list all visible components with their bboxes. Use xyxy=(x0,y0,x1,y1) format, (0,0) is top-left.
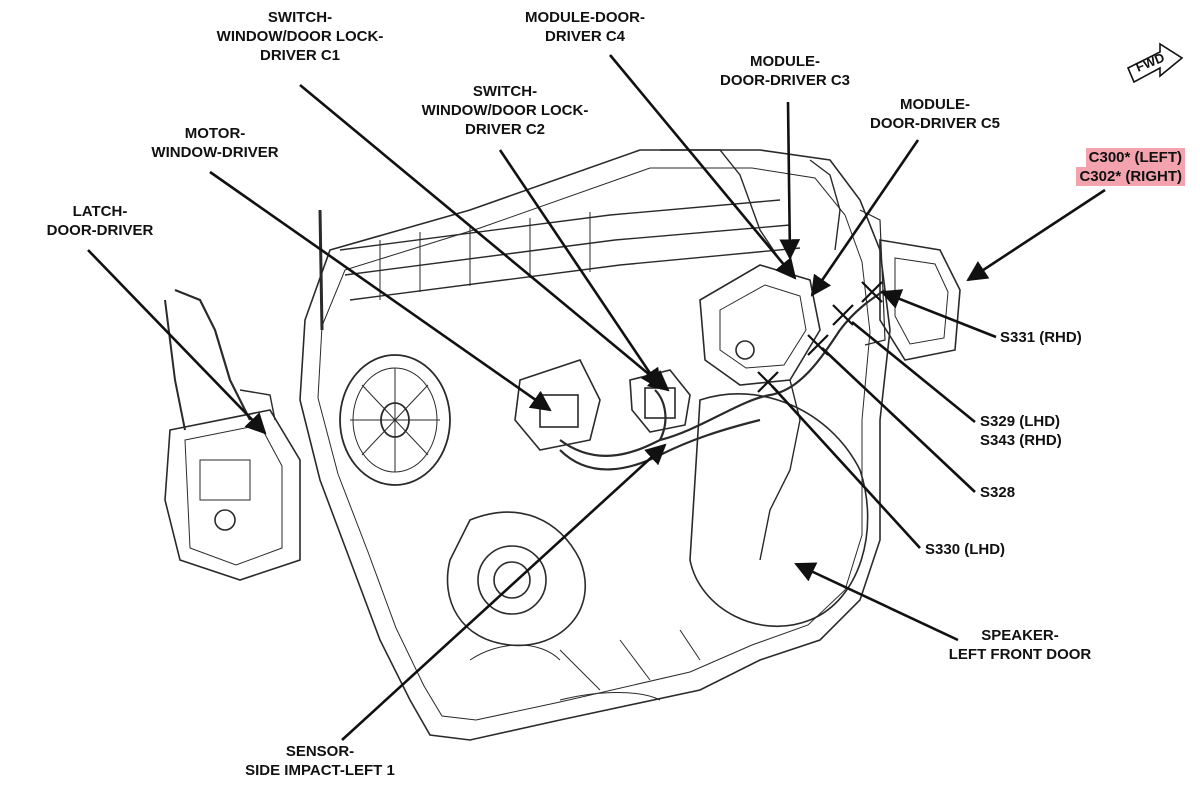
leader-sensor xyxy=(341,443,667,741)
label-line: SENSOR- xyxy=(285,743,355,760)
label-line: DRIVER C1 xyxy=(259,47,341,64)
leader-s330 xyxy=(771,385,921,549)
label-s331: S331 (RHD) xyxy=(1000,328,1082,347)
label-switch-c2: SWITCH- WINDOW/DOOR LOCK- DRIVER C2 xyxy=(395,82,615,139)
label-module-c5: MODULE- DOOR-DRIVER C5 xyxy=(845,95,1025,133)
label-sensor: SENSOR- SIDE IMPACT-LEFT 1 xyxy=(220,742,420,780)
label-line: WINDOW/DOOR LOCK- xyxy=(421,102,589,119)
label-line: DRIVER C4 xyxy=(544,28,626,45)
label-line: SPEAKER- xyxy=(981,627,1059,644)
leader-s331 xyxy=(880,289,997,339)
label-line: S331 (RHD) xyxy=(1000,329,1082,346)
label-s330: S330 (LHD) xyxy=(925,540,1005,559)
fwd-direction-badge: FWD xyxy=(1126,42,1184,84)
label-line: SWITCH- xyxy=(472,83,538,100)
label-line: SIDE IMPACT-LEFT 1 xyxy=(245,762,395,779)
label-line: S343 (RHD) xyxy=(980,432,1062,449)
label-speaker: SPEAKER- LEFT FRONT DOOR xyxy=(925,626,1115,664)
label-s329-s343: S329 (LHD) S343 (RHD) xyxy=(980,412,1062,450)
label-line: DRIVER C2 xyxy=(464,121,546,138)
label-module-c4: MODULE-DOOR- DRIVER C4 xyxy=(505,8,665,46)
label-c302: C302* (RIGHT) xyxy=(1076,167,1185,186)
splice-marks xyxy=(757,281,883,393)
label-line: LATCH- xyxy=(72,203,128,220)
leader-speaker xyxy=(794,562,959,642)
splice-s329-mark xyxy=(832,304,854,326)
door-module xyxy=(699,264,821,386)
label-line: MODULE- xyxy=(750,53,820,70)
label-line: S329 (LHD) xyxy=(980,413,1061,430)
label-line: DOOR-DRIVER C3 xyxy=(719,72,850,89)
label-switch-c1: SWITCH- WINDOW/DOOR LOCK- DRIVER C1 xyxy=(190,8,410,65)
label-c300: C300* (LEFT) xyxy=(1085,148,1185,167)
leader-module-c5 xyxy=(810,139,920,297)
label-line: LEFT FRONT DOOR xyxy=(948,646,1092,663)
label-line: WINDOW/DOOR LOCK- xyxy=(216,28,384,45)
leader-s328 xyxy=(821,347,976,493)
door-panel-shape xyxy=(299,149,891,741)
window-rails xyxy=(318,149,841,331)
label-line: S328 xyxy=(980,484,1016,501)
door-latch-assembly xyxy=(164,288,301,581)
harness-connector xyxy=(859,209,961,361)
leader-switch-c1 xyxy=(299,83,670,392)
leader-module-c4 xyxy=(608,54,797,280)
label-line: S330 (LHD) xyxy=(925,541,1006,558)
label-line: MODULE- xyxy=(900,96,970,113)
label-line: DOOR-DRIVER C5 xyxy=(869,115,1000,132)
leader-latch xyxy=(87,249,267,435)
leader-switch-c2 xyxy=(498,149,662,390)
label-latch: LATCH- DOOR-DRIVER xyxy=(30,202,170,240)
window-motor xyxy=(514,359,601,451)
label-line: DOOR-DRIVER xyxy=(46,222,154,239)
leader-motor xyxy=(209,170,552,412)
label-s328: S328 xyxy=(980,483,1015,502)
label-line: WINDOW-DRIVER xyxy=(151,144,279,161)
label-line: SWITCH- xyxy=(267,9,333,26)
label-c300-c302: C300* (LEFT) C302* (RIGHT) xyxy=(1040,148,1185,186)
leader-s329 xyxy=(851,320,976,424)
leader-lines xyxy=(87,54,1106,741)
leader-module-c3 xyxy=(779,101,801,261)
label-line: MODULE-DOOR- xyxy=(525,9,645,26)
speaker-grille xyxy=(339,354,451,486)
lock-switch xyxy=(629,369,691,433)
leader-c300 xyxy=(966,188,1106,282)
label-motor: MOTOR- WINDOW-DRIVER xyxy=(135,124,295,162)
wiring-harness xyxy=(559,289,886,561)
fwd-badge-text: FWD xyxy=(1134,50,1167,75)
label-line: MOTOR- xyxy=(184,125,246,142)
splice-s331-mark xyxy=(861,281,883,303)
label-module-c3: MODULE- DOOR-DRIVER C3 xyxy=(700,52,870,90)
